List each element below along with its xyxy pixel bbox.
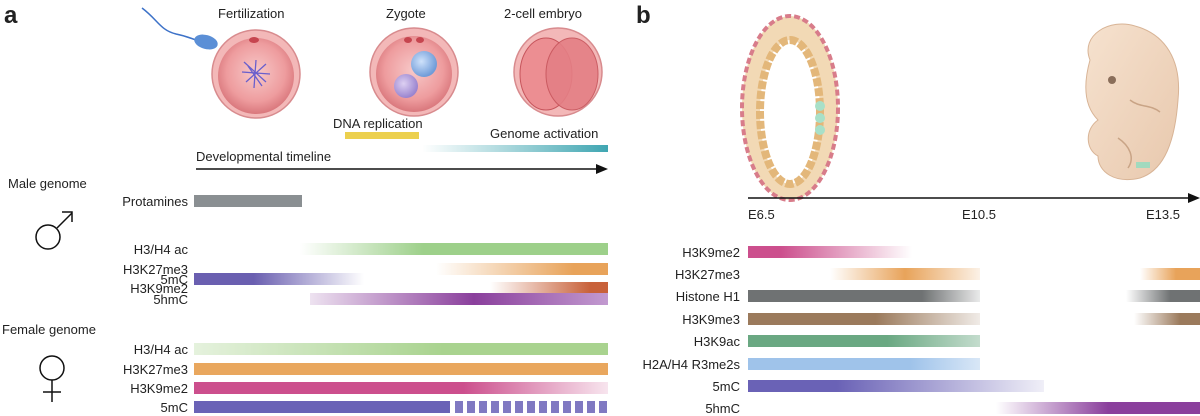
female-row-label: 5mC xyxy=(160,400,188,415)
male-row-label: H3K9me2 xyxy=(130,281,188,296)
b-h2a-h4-r3me2s-bar xyxy=(748,358,980,370)
stage-2cell-label: 2-cell embryo xyxy=(504,6,583,21)
b-h3k9me2-bar xyxy=(748,246,912,258)
b-row-label: H3K9me3 xyxy=(682,312,740,327)
b-histone-h1-bar-2 xyxy=(1126,290,1200,302)
b-row-label: H3K27me3 xyxy=(674,267,740,282)
zygote-icon xyxy=(369,27,459,117)
developmental-timeline-arrow xyxy=(196,164,608,174)
male-genome-title: Male genome xyxy=(8,176,87,191)
stage-zygote-label: Zygote xyxy=(386,6,426,21)
b-h3k27me3-bar-1 xyxy=(830,268,980,280)
male-row-label: Protamines xyxy=(122,194,188,209)
male-row-label: 5mC xyxy=(160,272,188,287)
female-genome-title: Female genome xyxy=(2,322,96,337)
genome-activation-label: Genome activation xyxy=(490,126,599,141)
panel-b-letter: b xyxy=(636,2,651,29)
e6-5-embryo-icon xyxy=(740,14,840,202)
female-5mc-bar-dashed xyxy=(455,401,608,413)
female-row-label: H3K27me3 xyxy=(122,362,188,377)
two-cell-embryo-icon xyxy=(513,27,603,117)
male-5mc-bar xyxy=(194,273,364,285)
panel-a-letter: a xyxy=(4,2,18,29)
male-symbol-icon xyxy=(35,211,73,250)
male-h3h4ac-bar xyxy=(300,243,608,255)
tick-e6-5: E6.5 xyxy=(748,207,775,222)
male-row-label: H3/H4 ac xyxy=(133,242,188,257)
genome-activation-bar xyxy=(422,145,608,152)
e13-5-embryo-icon xyxy=(1085,23,1180,180)
b-row-label: 5mC xyxy=(712,379,740,394)
stage-fertilization-label: Fertilization xyxy=(218,6,285,21)
male-h3k9me2-bar xyxy=(490,282,608,294)
male-5hmc-bar xyxy=(310,293,608,305)
male-protamines-bar xyxy=(194,195,302,207)
b-row-label: Histone H1 xyxy=(675,289,740,304)
female-h3k9me2-bar xyxy=(194,382,608,394)
b-h3k9ac-bar xyxy=(748,335,980,347)
male-h3k27me3-bar xyxy=(436,263,608,275)
tick-e13-5: E13.5 xyxy=(1146,207,1180,222)
female-symbol-icon xyxy=(39,355,65,402)
b-5mc-bar xyxy=(748,380,1044,392)
b-histone-h1-bar-1 xyxy=(748,290,980,302)
fertilization-egg-icon xyxy=(211,29,301,119)
female-5mc-bar-solid xyxy=(194,401,450,413)
dna-replication-bar xyxy=(345,132,419,139)
panel-b-timeline-arrow xyxy=(748,193,1200,203)
b-row-label: 5hmC xyxy=(705,401,740,416)
female-h3k27me3-bar xyxy=(194,363,608,375)
dna-replication-label: DNA replication xyxy=(333,116,423,131)
b-5hmc-bar xyxy=(996,402,1200,414)
sperm-icon xyxy=(141,7,218,50)
developmental-timeline-label: Developmental timeline xyxy=(196,149,332,164)
b-h3k9me3-bar-1 xyxy=(748,313,980,325)
b-row-label: H3K9ac xyxy=(693,334,740,349)
female-row-label: H3K9me2 xyxy=(130,381,188,396)
b-row-label: H2A/H4 R3me2s xyxy=(642,357,740,372)
b-h3k9me3-bar-2 xyxy=(1134,313,1200,325)
b-row-label: H3K9me2 xyxy=(682,245,740,260)
male-row-label: H3K27me3 xyxy=(122,262,188,277)
tick-e10-5: E10.5 xyxy=(962,207,996,222)
female-h3h4ac-bar xyxy=(194,343,608,355)
female-row-label: H3/H4 ac xyxy=(133,342,188,357)
b-h3k27me3-bar-2 xyxy=(1140,268,1200,280)
male-row-label: 5hmC xyxy=(153,292,188,307)
